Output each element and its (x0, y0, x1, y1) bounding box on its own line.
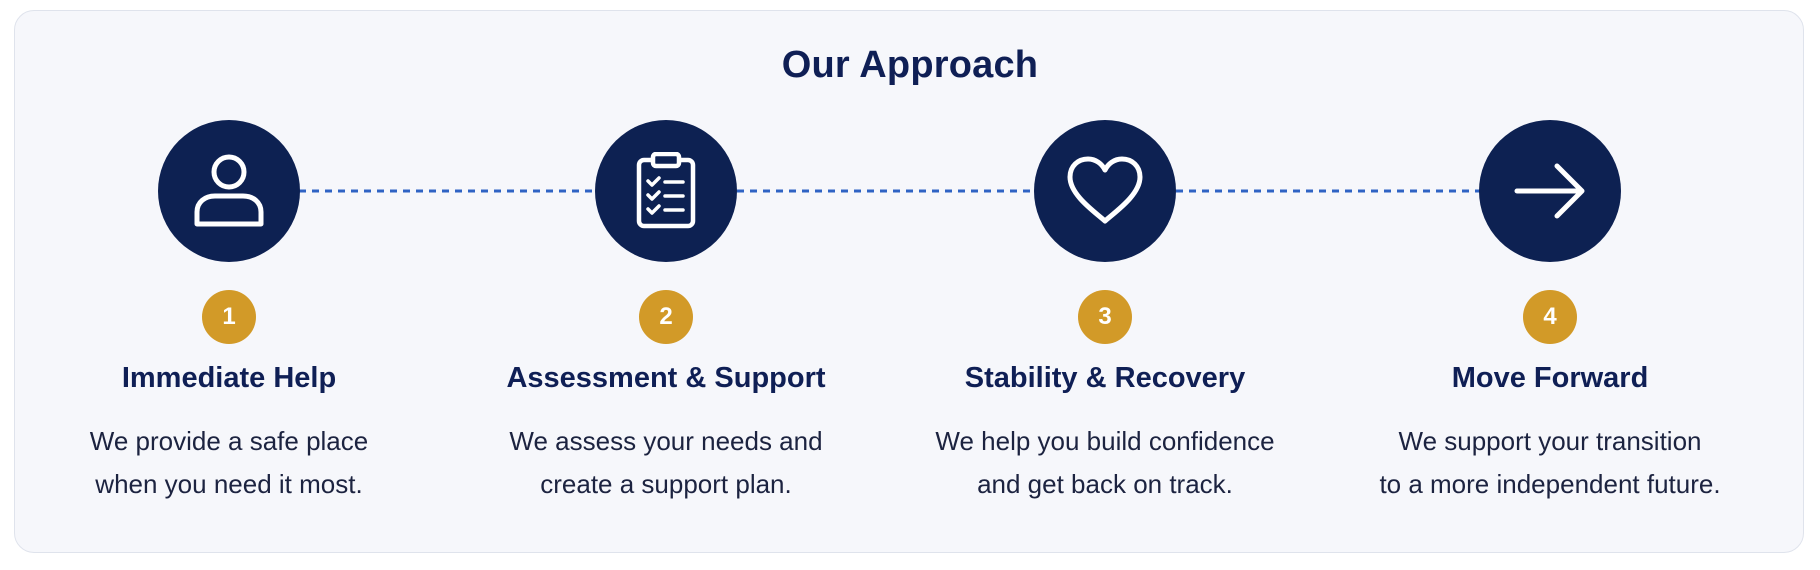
step-number-badge: 1 (202, 290, 256, 344)
arrow-right-icon (1514, 163, 1585, 219)
step-heading: Stability & Recovery (964, 362, 1246, 394)
person-icon (194, 154, 264, 227)
step-number-badge: 3 (1078, 290, 1132, 344)
step-description: We assess your needs and create a suppor… (446, 420, 886, 506)
step-icon-circle (1479, 120, 1621, 262)
step-description-line: We assess your needs and (509, 426, 823, 456)
step-description: We support your transition to a more ind… (1330, 420, 1770, 506)
step-description-line: We support your transition (1398, 426, 1702, 456)
step-heading: Assessment & Support (506, 362, 826, 394)
step-description-line: create a support plan. (540, 469, 792, 499)
approach-panel (14, 10, 1804, 553)
step-description-line: to a more independent future. (1379, 469, 1721, 499)
step-number-badge: 4 (1523, 290, 1577, 344)
step-immediate-help: 1 Immediate Help We provide a safe place… (9, 118, 449, 518)
step-description: We provide a safe place when you need it… (9, 420, 449, 506)
step-icon-circle (595, 120, 737, 262)
step-description-line: We provide a safe place (89, 426, 369, 456)
heart-icon (1067, 156, 1143, 224)
step-description-line: We help you build confidence (935, 426, 1275, 456)
step-heading: Immediate Help (121, 362, 337, 394)
step-assessment-support: 2 Assessment & Support We assess your ne… (446, 118, 886, 518)
step-description-line: when you need it most. (95, 469, 363, 499)
step-description: We help you build confidence and get bac… (885, 420, 1325, 506)
step-icon-circle (158, 120, 300, 262)
step-stability-recovery: 3 Stability & Recovery We help you build… (885, 118, 1325, 518)
step-heading: Move Forward (1451, 362, 1649, 394)
step-number-badge: 2 (639, 290, 693, 344)
step-icon-circle (1034, 120, 1176, 262)
step-move-forward: 4 Move Forward We support your transitio… (1330, 118, 1770, 518)
step-description-line: and get back on track. (977, 469, 1233, 499)
section-title: Our Approach (781, 44, 1039, 86)
clipboard-checklist-icon (636, 152, 696, 229)
